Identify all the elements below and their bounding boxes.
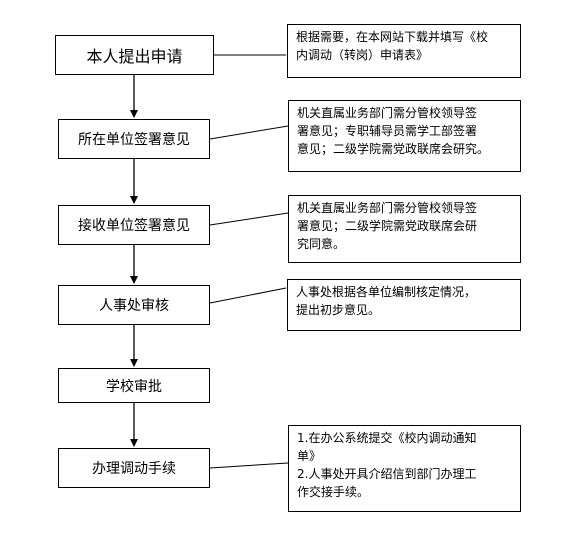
note-receiving-unit-requirements: 机关直属业务部门需分管校领导签 署意见；二级学院需党政联席会研 究同意。 [288, 195, 521, 263]
note-current-unit-requirements: 机关直属业务部门需分管校领导签 署意见；专职辅导员需学工部签署 意见；二级学院需… [288, 100, 521, 172]
note2-line2: 署意见；专职辅导员需学工部签署 [297, 124, 478, 138]
note4-line1: 人事处根据各单位编制核定情况， [296, 285, 477, 299]
step-hr-review: 人事处审核 [58, 285, 210, 325]
note-connectors [209, 54, 289, 469]
note3-line2: 署意见；二级学院需党政联席会研 [297, 219, 478, 233]
note5-line4: 作交接手续。 [297, 485, 370, 499]
note-transfer-steps: 1.在办公系统提交《校内调动通知 单》 2.人事处开具介绍信到部门办理工 作交接… [288, 425, 521, 512]
note5-line3: 2.人事处开具介绍信到部门办理工 [297, 467, 477, 481]
note3-line3: 究同意。 [297, 237, 346, 251]
note3-line1: 机关直属业务部门需分管校领导签 [297, 201, 478, 215]
step-personal-application: 本人提出申请 [55, 35, 214, 75]
note2-line3: 意见；二级学院需党政联席会研究。 [297, 142, 490, 156]
step-transfer-procedures: 办理调动手续 [58, 448, 210, 488]
step-current-unit-opinion: 所在单位签署意见 [58, 119, 210, 159]
connector-step6-note5 [209, 462, 289, 469]
step-school-approval: 学校审批 [58, 368, 210, 403]
note5-line2: 单》 [297, 449, 322, 463]
note2-line1: 机关直属业务部门需分管校领导签 [297, 106, 478, 120]
note1-line2: 内调动（转岗）申请表》 [296, 48, 429, 62]
note4-line2: 提出初步意见。 [296, 303, 381, 317]
connector-step4-note4 [209, 287, 287, 304]
note1-line1: 根据需要，在本网站下载并填写《校 [296, 30, 489, 44]
note-application-form: 根据需要，在本网站下载并填写《校 内调动（转岗）申请表》 [287, 24, 521, 78]
connector-step3-note3 [209, 212, 289, 226]
note-hr-review-basis: 人事处根据各单位编制核定情况， 提出初步意见。 [287, 279, 521, 331]
step-receiving-unit-opinion: 接收单位签署意见 [58, 205, 210, 245]
note5-line1: 1.在办公系统提交《校内调动通知 [297, 431, 477, 445]
connector-step2-note2 [209, 125, 289, 140]
